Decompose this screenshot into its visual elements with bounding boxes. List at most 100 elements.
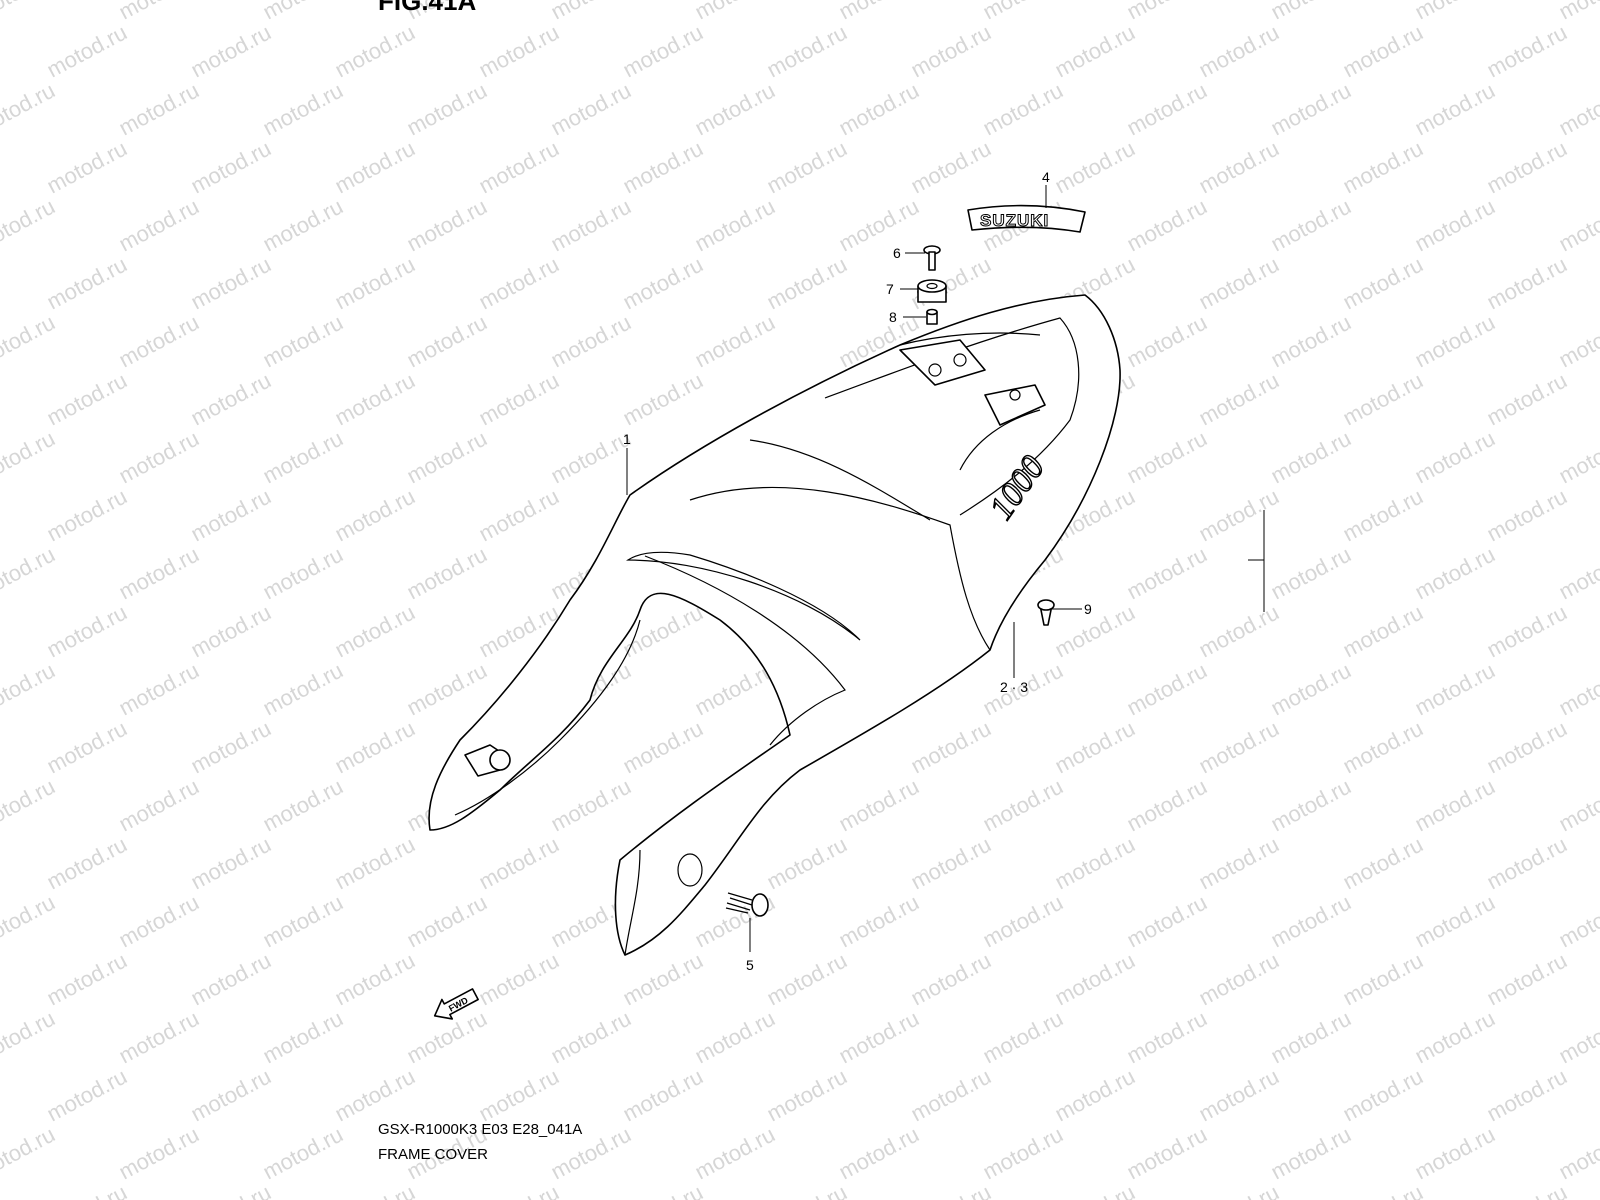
watermark-text: motod.ru — [1411, 426, 1499, 489]
watermark-text: motod.ru — [1483, 1064, 1571, 1127]
watermark-text: motod.ru — [1555, 426, 1600, 489]
watermark-text: motod.ru — [115, 658, 203, 721]
watermark-text: motod.ru — [1555, 0, 1600, 24]
watermark-text: motod.ru — [0, 774, 59, 837]
watermark-text: motod.ru — [979, 1006, 1067, 1069]
watermark-text: motod.ru — [619, 252, 707, 315]
watermark-text: motod.ru — [0, 890, 59, 953]
watermark-text: motod.ru — [1339, 1064, 1427, 1127]
watermark-text: motod.ru — [763, 948, 851, 1011]
watermark-text: motod.ru — [763, 252, 851, 315]
watermark-text: motod.ru — [0, 78, 59, 141]
watermark-text: motod.ru — [187, 20, 275, 83]
watermark-text: motod.ru — [43, 1180, 131, 1200]
callout-5: 5 — [746, 957, 754, 973]
watermark-text: motod.ru — [691, 194, 779, 257]
watermark-text: motod.ru — [115, 542, 203, 605]
watermark-text: motod.ru — [187, 716, 275, 779]
watermark-text: motod.ru — [43, 368, 131, 431]
watermark-text: motod.ru — [619, 1180, 707, 1200]
watermark-text: motod.ru — [691, 1122, 779, 1185]
watermark-text: motod.ru — [763, 832, 851, 895]
watermark-text: motod.ru — [619, 948, 707, 1011]
watermark-text: motod.ru — [475, 484, 563, 547]
watermark-text: motod.ru — [1339, 600, 1427, 663]
watermark-text: motod.ru — [475, 368, 563, 431]
figure-title: FIG.41A — [378, 0, 477, 16]
watermark-text: motod.ru — [403, 78, 491, 141]
watermark-text: motod.ru — [187, 948, 275, 1011]
watermark-text: motod.ru — [1267, 658, 1355, 721]
watermark-text: motod.ru — [1195, 832, 1283, 895]
watermark-text: motod.ru — [0, 194, 59, 257]
watermark-text: motod.ru — [0, 1006, 59, 1069]
watermark-text: motod.ru — [187, 1180, 275, 1200]
watermark-text: motod.ru — [43, 136, 131, 199]
watermark-text: motod.ru — [1123, 1122, 1211, 1185]
watermark-text: motod.ru — [1267, 194, 1355, 257]
frame-cover-part — [428, 294, 1121, 956]
watermark-text: motod.ru — [259, 426, 347, 489]
watermark-text: motod.ru — [691, 0, 779, 24]
watermark-text: motod.ru — [835, 194, 923, 257]
screw-part — [923, 245, 941, 271]
watermark-text: motod.ru — [763, 1064, 851, 1127]
watermark-text: motod.ru — [187, 368, 275, 431]
watermark-text: motod.ru — [1267, 310, 1355, 373]
watermark-text: motod.ru — [1123, 310, 1211, 373]
watermark-text: motod.ru — [1555, 78, 1600, 141]
watermark-text: motod.ru — [43, 1064, 131, 1127]
watermark-text: motod.ru — [1555, 1006, 1600, 1069]
watermark-text: motod.ru — [115, 0, 203, 24]
watermark-text: motod.ru — [1123, 774, 1211, 837]
bolt-part — [725, 892, 769, 917]
watermark-text: motod.ru — [1195, 600, 1283, 663]
watermark-text: motod.ru — [1483, 948, 1571, 1011]
suzuki-badge-text: SUZUKI — [980, 211, 1049, 230]
watermark-text: motod.ru — [1339, 716, 1427, 779]
watermark-text: motod.ru — [835, 890, 923, 953]
watermark-text: motod.ru — [1267, 890, 1355, 953]
watermark-text: motod.ru — [1411, 1122, 1499, 1185]
watermark-text: motod.ru — [907, 1180, 995, 1200]
watermark-text: motod.ru — [259, 542, 347, 605]
watermark-text: motod.ru — [1123, 1006, 1211, 1069]
watermark-text: motod.ru — [619, 1064, 707, 1127]
watermark-text: motod.ru — [331, 600, 419, 663]
watermark-text: motod.ru — [259, 890, 347, 953]
watermark-text: motod.ru — [1339, 1180, 1427, 1200]
watermark-text: motod.ru — [1555, 194, 1600, 257]
watermark-text: motod.ru — [1195, 484, 1283, 547]
watermark-text: motod.ru — [979, 890, 1067, 953]
watermark-text: motod.ru — [1051, 20, 1139, 83]
callout-6: 6 — [893, 245, 901, 261]
watermark-text: motod.ru — [907, 832, 995, 895]
watermark-text: motod.ru — [1555, 890, 1600, 953]
watermark-text: motod.ru — [43, 832, 131, 895]
watermark-text: motod.ru — [115, 194, 203, 257]
watermark-text: motod.ru — [1339, 368, 1427, 431]
watermark-text: motod.ru — [0, 310, 59, 373]
watermark-text: motod.ru — [547, 0, 635, 24]
watermark-text: motod.ru — [115, 310, 203, 373]
callout-7: 7 — [886, 281, 894, 297]
watermark-text: motod.ru — [907, 1064, 995, 1127]
watermark-text: motod.ru — [547, 310, 635, 373]
watermark-text: motod.ru — [907, 20, 995, 83]
watermark-text: motod.ru — [187, 484, 275, 547]
watermark-text: motod.ru — [331, 1180, 419, 1200]
watermark-text: motod.ru — [1483, 832, 1571, 895]
watermark-text: motod.ru — [259, 194, 347, 257]
watermark-text: motod.ru — [1051, 948, 1139, 1011]
watermark-text: motod.ru — [475, 948, 563, 1011]
watermark-text: motod.ru — [1267, 542, 1355, 605]
watermark-text: motod.ru — [619, 20, 707, 83]
watermark-text: motod.ru — [331, 832, 419, 895]
watermark-text: motod.ru — [187, 136, 275, 199]
watermark-text: motod.ru — [763, 20, 851, 83]
watermark-text: motod.ru — [331, 252, 419, 315]
watermark-text: motod.ru — [1195, 716, 1283, 779]
watermark-text: motod.ru — [403, 310, 491, 373]
watermark-text: motod.ru — [1123, 658, 1211, 721]
callout-2-3: 2 · 3 — [1000, 679, 1028, 695]
